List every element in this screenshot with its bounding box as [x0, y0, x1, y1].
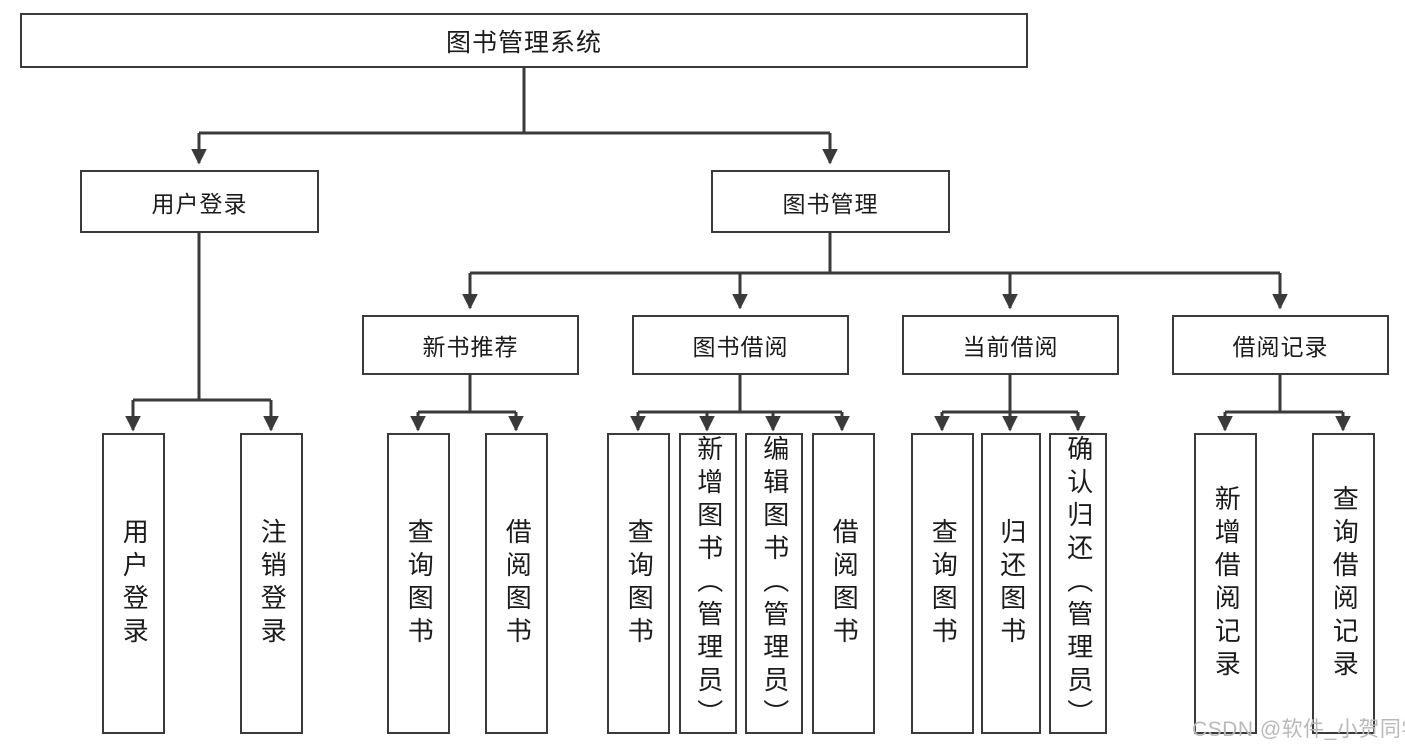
leaf-edit-book-admin[interactable]: 编辑图书（管理员）	[745, 433, 803, 734]
node-label: 图书管理	[782, 190, 879, 217]
leaf-query-borrow-record[interactable]: 查询借阅记录	[1312, 433, 1375, 734]
node-book-management[interactable]: 图书管理	[711, 170, 950, 233]
leaf-label: 归还图书	[996, 517, 1027, 650]
leaf-logout[interactable]: 注销登录	[240, 433, 303, 734]
leaf-query-book-borrow[interactable]: 查询图书	[607, 433, 670, 734]
leaf-add-borrow-record[interactable]: 新增借阅记录	[1194, 433, 1257, 734]
node-current-borrow[interactable]: 当前借阅	[902, 315, 1119, 375]
node-label: 图书借阅	[692, 334, 789, 360]
node-label: 图书管理系统	[445, 28, 602, 57]
node-root-system[interactable]: 图书管理系统	[20, 13, 1028, 68]
leaf-label: 查询借阅记录	[1329, 484, 1360, 683]
node-new-book-recommend[interactable]: 新书推荐	[362, 315, 579, 375]
node-label: 借阅记录	[1232, 334, 1329, 360]
leaf-label: 查询图书	[624, 517, 655, 650]
leaf-query-book-recommend[interactable]: 查询图书	[387, 433, 450, 734]
leaf-confirm-return-admin[interactable]: 确认归还（管理员）	[1049, 433, 1107, 734]
leaf-query-book-current[interactable]: 查询图书	[911, 433, 974, 734]
node-label: 用户登录	[151, 190, 248, 217]
watermark: CSDN @软件_小贺同学	[1192, 718, 1405, 741]
leaf-label: 借阅图书	[829, 517, 860, 650]
node-label: 新书推荐	[422, 334, 519, 360]
leaf-add-book-admin[interactable]: 新增图书（管理员）	[679, 433, 737, 734]
leaf-label: 查询图书	[928, 517, 959, 650]
leaf-label: 注销登录	[257, 517, 288, 650]
leaf-label: 用户登录	[119, 517, 150, 650]
node-book-borrow[interactable]: 图书借阅	[632, 315, 849, 375]
leaf-borrow-book[interactable]: 借阅图书	[812, 433, 875, 734]
leaf-label: 查询图书	[404, 517, 435, 650]
leaf-label: 新增借阅记录	[1211, 484, 1242, 683]
leaf-label: 新增图书（管理员）	[693, 435, 724, 732]
leaf-user-login[interactable]: 用户登录	[102, 433, 165, 734]
leaf-return-book[interactable]: 归还图书	[981, 433, 1041, 734]
leaf-label: 借阅图书	[502, 517, 533, 650]
node-label: 当前借阅	[962, 334, 1059, 360]
node-user-login[interactable]: 用户登录	[80, 170, 319, 233]
leaf-label: 编辑图书（管理员）	[759, 435, 790, 732]
leaf-label: 确认归还（管理员）	[1063, 435, 1094, 732]
node-borrow-record[interactable]: 借阅记录	[1172, 315, 1389, 375]
leaf-borrow-book-recommend[interactable]: 借阅图书	[485, 433, 548, 734]
